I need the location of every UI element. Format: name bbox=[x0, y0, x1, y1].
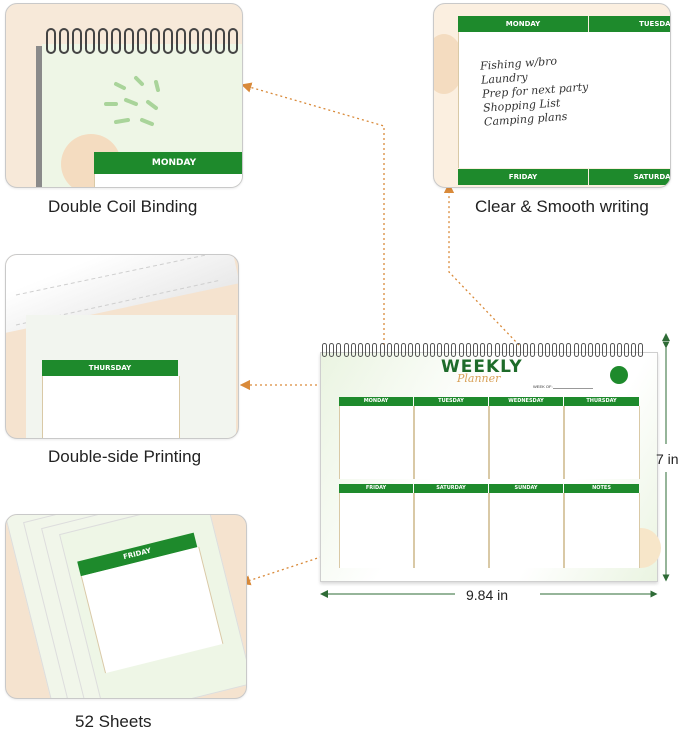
day-header-tuesday: TUESDAY bbox=[589, 16, 670, 32]
day-header-saturday: SATURDAY bbox=[589, 169, 670, 185]
day-header-monday: MONDAY bbox=[458, 16, 588, 32]
writing-panel: MONDAY TUESDAY Fishing w/bro Laundry Pre… bbox=[433, 3, 671, 188]
tuesday-box bbox=[589, 32, 670, 168]
week-of-label: WEEK OF: bbox=[533, 384, 553, 389]
day-header-thursday: THURSDAY bbox=[42, 360, 178, 376]
friday-box bbox=[339, 493, 414, 568]
sheets-caption: 52 Sheets bbox=[75, 712, 152, 731]
weekly-planner: WEEKLY Planner WEEK OF: MONDAY TUESDAY W… bbox=[320, 352, 661, 582]
coil-binding-panel: MONDAY bbox=[5, 3, 243, 188]
day-header-friday: FRIDAY bbox=[458, 169, 588, 185]
double-coil bbox=[46, 28, 238, 54]
thursday-box bbox=[42, 376, 180, 438]
printing-caption: Double-side Printing bbox=[48, 447, 202, 466]
planner-title: WEEKLY bbox=[441, 357, 523, 377]
height-label: 7 in bbox=[656, 451, 679, 467]
day-header-monday: MONDAY bbox=[339, 397, 413, 406]
monday-box bbox=[339, 406, 414, 479]
width-label: 9.84 in bbox=[466, 587, 509, 603]
printing-panel: THURSDAY bbox=[5, 254, 239, 439]
day-box bbox=[94, 174, 242, 187]
day-header-thursday: THURSDAY bbox=[564, 397, 639, 406]
thursday-box bbox=[564, 406, 640, 479]
day-header-tuesday: TUESDAY bbox=[414, 397, 488, 406]
notes-box bbox=[564, 493, 640, 568]
sunday-box bbox=[489, 493, 564, 568]
saturday-box bbox=[414, 493, 489, 568]
day-header-sunday: SUNDAY bbox=[489, 484, 563, 493]
writing-caption: Clear & Smooth writing bbox=[475, 197, 649, 216]
wednesday-box bbox=[489, 406, 564, 479]
sheets-panel: FRIDAY bbox=[5, 514, 247, 699]
day-header-friday: FRIDAY bbox=[339, 484, 413, 493]
day-header-wednesday: WEDNESDAY bbox=[489, 397, 563, 406]
coil-caption: Double Coil Binding bbox=[48, 197, 198, 216]
day-header-saturday: SATURDAY bbox=[414, 484, 488, 493]
day-header-notes: NOTES bbox=[564, 484, 639, 493]
decor-swirl-icon bbox=[104, 76, 160, 126]
monday-box bbox=[458, 32, 590, 168]
planner-coil bbox=[322, 343, 644, 357]
day-header-monday: MONDAY bbox=[94, 152, 242, 174]
tuesday-box bbox=[414, 406, 489, 479]
page-stitch-lines bbox=[15, 255, 222, 326]
week-of-line bbox=[553, 388, 593, 389]
green-dot bbox=[610, 366, 628, 384]
planner-subtitle: Planner bbox=[457, 372, 501, 385]
sheet-edge bbox=[36, 46, 42, 187]
